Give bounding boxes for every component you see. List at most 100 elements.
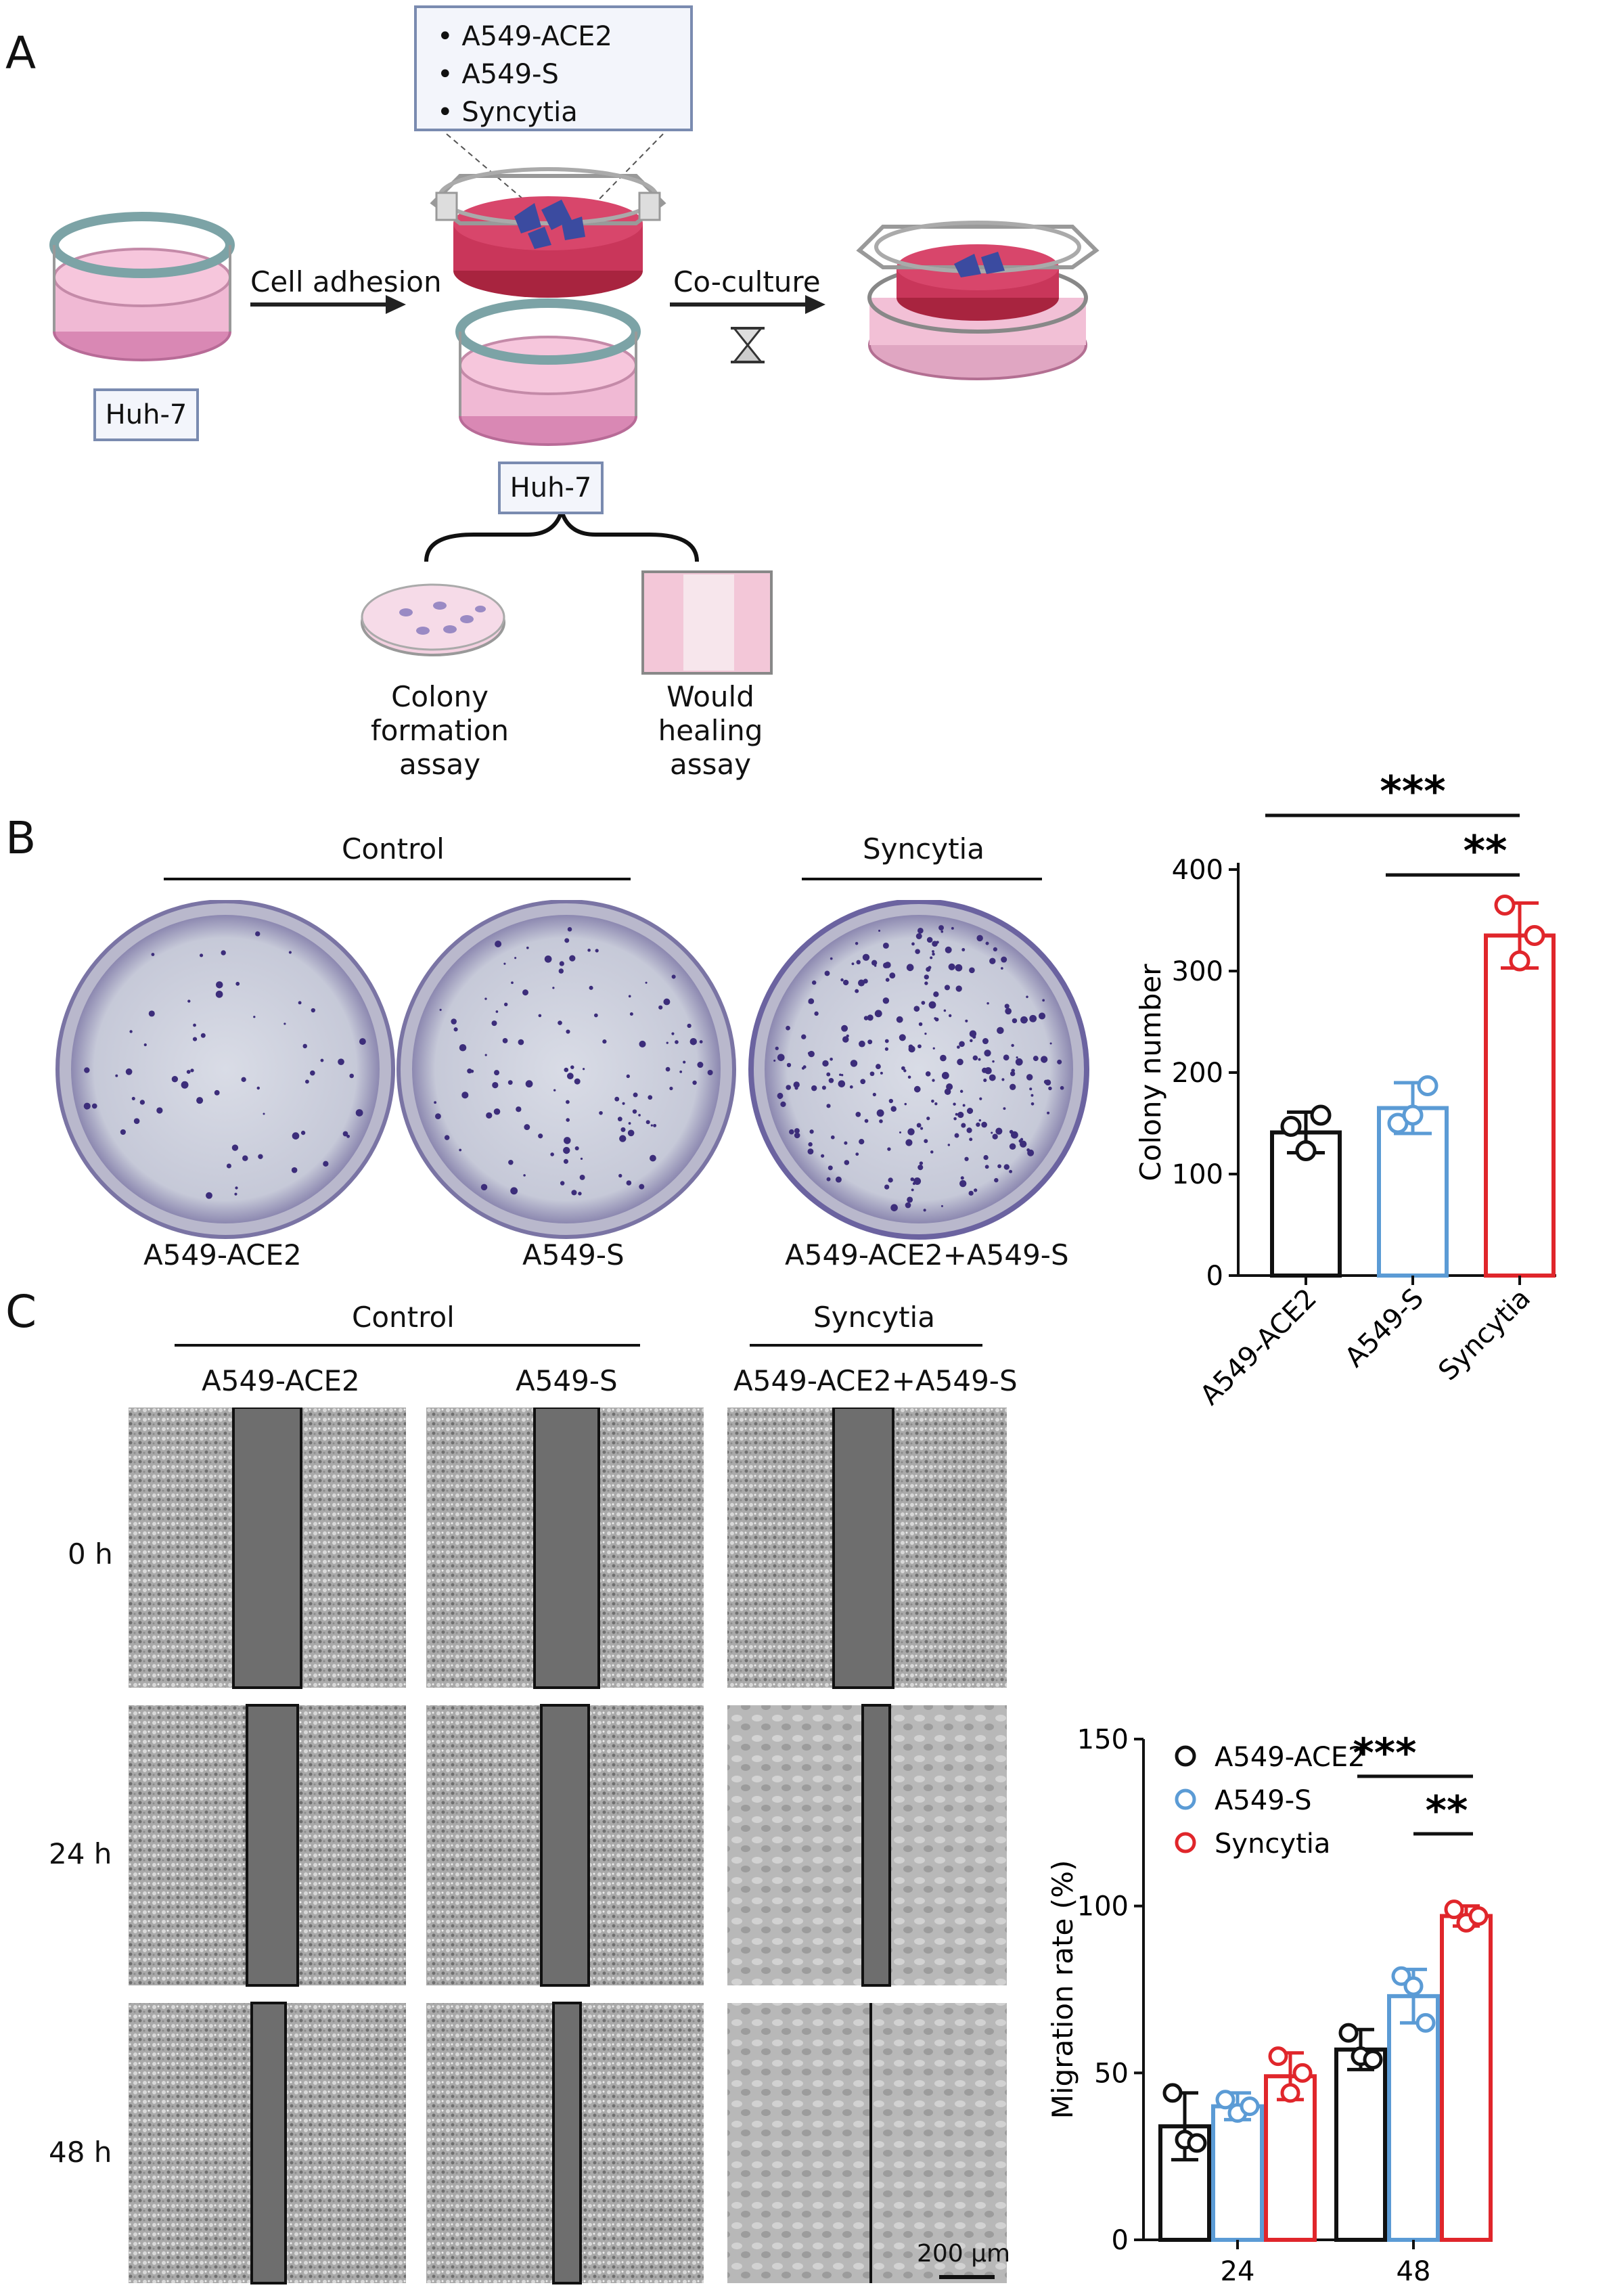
colony-dot [190,1068,194,1073]
colony-dot [683,1060,686,1064]
colony-dot [918,1022,923,1027]
colony-dot [976,935,983,942]
colony-dot [569,955,576,962]
colony-dot [936,941,939,944]
colony-dot [995,1127,1003,1135]
colony-dot [502,1038,508,1043]
colony-dot [826,1072,831,1077]
colony-dot [888,1098,893,1104]
colony-dot [966,1107,974,1115]
colony-dot [1003,1164,1010,1170]
x-tick-label: Syncytia [1432,1283,1537,1387]
colony-dot [828,1165,833,1171]
colony-dot [193,1023,196,1027]
colony-dot [821,1085,826,1090]
colony-dot [899,1131,902,1134]
colony-dot [953,1102,956,1106]
wound-image-s-0h [426,1408,704,1689]
colony-dot [987,1001,989,1005]
colony-dot [143,1043,147,1047]
colony-dot [242,1155,248,1161]
colony-dot [451,1018,457,1025]
coculture-dish-icon [856,221,1100,380]
data-point [1391,1966,1411,1986]
plate-label: A549-ACE2+A549-S [785,1238,1069,1271]
colony-dot [560,1181,565,1186]
colony-dot [946,1083,953,1091]
colony-dot [323,1161,329,1167]
colony-dot [855,1112,861,1117]
colony-dot [216,981,223,989]
group-label-syncytia: Syncytia [813,1301,935,1334]
colony-dot [840,1074,844,1077]
colony-dot [1012,1018,1018,1024]
colony-dot [129,1030,133,1033]
colony-dot [525,1080,533,1088]
group-label-control: Control [352,1301,455,1334]
colony-dot [828,1077,834,1083]
colony-dot [632,1109,637,1114]
colony-dot [567,927,572,932]
assay-label-colony: Colony formation assay [370,680,509,781]
x-tick-label: 48 [1397,2256,1431,2287]
colony-dot [953,1117,957,1121]
colony-dot [830,1135,835,1140]
colony-dot [566,1100,570,1104]
colony-dot [522,989,528,996]
colony-dot [514,957,517,960]
colony-dot [908,1044,913,1050]
colony-dot [687,1023,692,1029]
colony-dot [300,1130,306,1135]
colony-dot [917,927,924,934]
colony-dot [924,974,929,980]
colony-dot [917,1165,924,1171]
colony-dot [125,1068,133,1075]
colony-dot [882,997,890,1004]
colony-dot [959,1179,967,1188]
colony-dot [928,1001,936,1009]
legend-marker [1175,1788,1196,1810]
colony-dot [558,968,564,974]
colony-dot [338,1058,344,1065]
colony-dot [932,1079,935,1082]
colony-dot [981,1121,987,1128]
colony-dot [627,1129,635,1137]
y-tick-label: 100 [1077,1891,1129,1922]
colony-dot [1010,1071,1016,1077]
colony-dot [773,1059,776,1062]
colony-dot [1026,995,1028,998]
colony-dot [839,1073,842,1077]
row-label: 24 h [49,1837,112,1870]
colony-dot [930,956,933,960]
colony-dot [311,1008,316,1013]
colony-dot [842,1036,849,1043]
data-point [1444,1899,1464,1920]
colony-dot [1047,1111,1050,1115]
colony-dot [960,1176,964,1180]
colony-dot [1045,1079,1051,1086]
colony-dot [924,981,928,985]
colony-dot [564,1067,569,1073]
row-label: 0 h [68,1537,113,1571]
assay-label-wound: Would healing assay [658,680,763,781]
colony-dot [932,1047,935,1050]
colony-dot [807,1052,811,1055]
colony-dot [666,1041,668,1044]
colony-dot [215,990,223,998]
colony-dot [871,960,878,966]
colony-dot [484,1054,487,1056]
colony-dot [966,1127,972,1133]
colony-dot [984,1165,989,1169]
colony-dot [626,1074,630,1079]
colony-dot [907,1075,911,1079]
colony-dot [550,1152,554,1156]
colony-dot [885,978,890,982]
colony-dot [1001,967,1003,970]
colony-dot [880,1071,883,1075]
legend-label: A549-ACE2 [1215,1742,1365,1773]
colony-dot [978,1058,981,1061]
colony-dot [890,1204,898,1212]
colony-dot [869,1071,875,1077]
colony-dot [951,926,954,930]
colony-dot [917,1044,922,1049]
